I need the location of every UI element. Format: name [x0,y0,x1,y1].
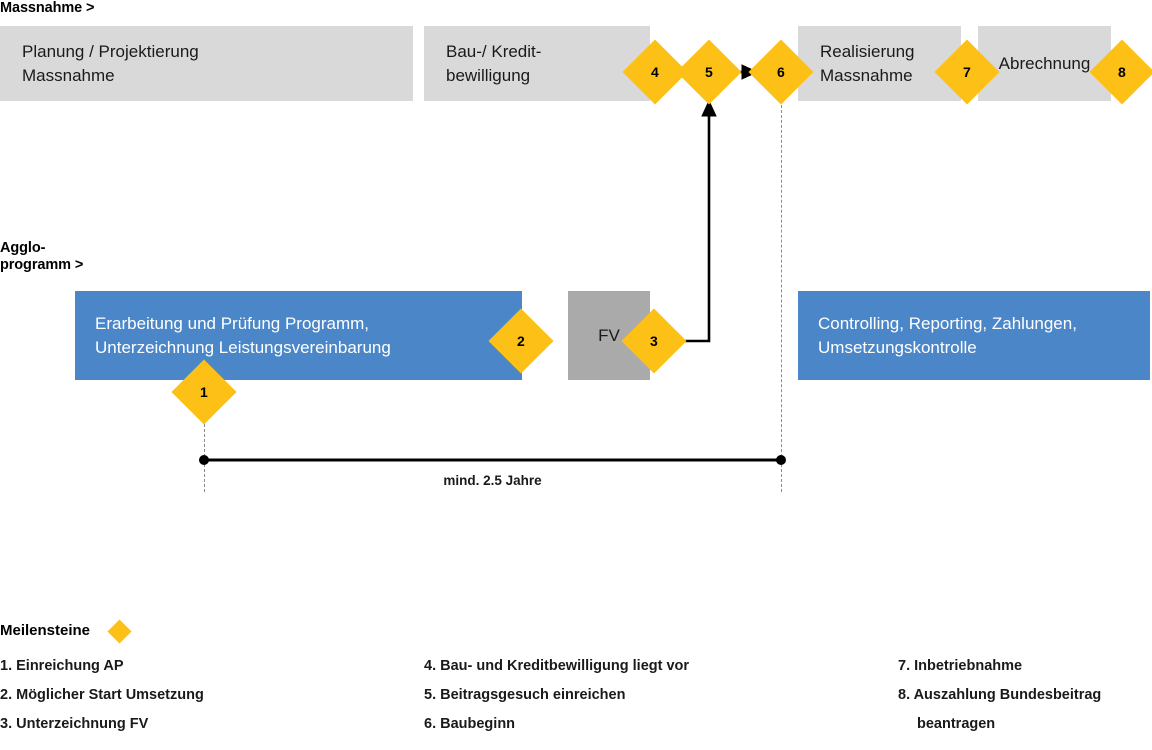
legend-column-2: 4. Bau- und Kreditbewilligung liegt vor … [424,652,689,739]
legend-item-5: 5. Beitragsgesuch einreichen [424,687,626,703]
legend-item-3: 3. Unterzeichnung FV [0,716,149,732]
phase-box-controlling-reporting: Controlling, Reporting, Zahlungen, Umset… [798,291,1150,380]
lane-label-aggloprogramm: Agglo- programm > [0,240,84,273]
legend-item-8-continuation: beantragen [917,716,996,732]
milestone-number-2: 2 [517,332,525,349]
lane-label-massnahme: Massnahme > [0,0,95,16]
phase-box-realisierung-massnahme: Realisierung Massnahme [798,26,961,101]
timeline-duration-label: mind. 2.5 Jahre [443,473,542,488]
milestone-number-6: 6 [777,63,785,80]
legend-column-1: 1. Einreichung AP 2. Möglicher Start Ums… [0,652,204,739]
phase-box-bau-kreditbewilligung: Bau-/ Kredit- bewilligung [424,26,650,101]
phase-box-planung-projektierung: Planung / Projektierung Massnahme [0,26,413,101]
milestone-number-5: 5 [705,63,713,80]
arrow-fv-to-beitragsgesuch [678,99,717,343]
legend-item-8: 8. Auszahlung Bundesbeitrag [898,687,1102,703]
legend-item-1: 1. Einreichung AP [0,658,124,674]
diamond-icon [107,619,132,644]
milestone-diamond-5[interactable]: 5 [676,39,742,105]
timeline-duration-bar [199,455,786,465]
milestone-number-8: 8 [1118,63,1126,80]
dashed-guide-right [781,95,782,492]
phase-box-erarbeitung-pruefung-programm: Erarbeitung und Prüfung Programm, Unterz… [75,291,522,380]
milestone-number-7: 7 [963,63,971,80]
legend-column-3: 7. Inbetriebnahme 8. Auszahlung Bundesbe… [898,652,1101,739]
legend-item-7: 7. Inbetriebnahme [898,658,1023,674]
milestone-number-3: 3 [650,332,658,349]
phase-box-abrechnung: Abrechnung [978,26,1111,101]
milestone-number-1: 1 [200,383,208,400]
milestone-number-4: 4 [651,63,659,80]
legend-item-4: 4. Bau- und Kreditbewilligung liegt vor [424,658,690,674]
dashed-guide-left [204,414,205,492]
legend-item-2: 2. Möglicher Start Umsetzung [0,687,204,703]
legend-title: Meilensteine [0,622,91,639]
legend-item-6: 6. Baubeginn [424,716,516,732]
